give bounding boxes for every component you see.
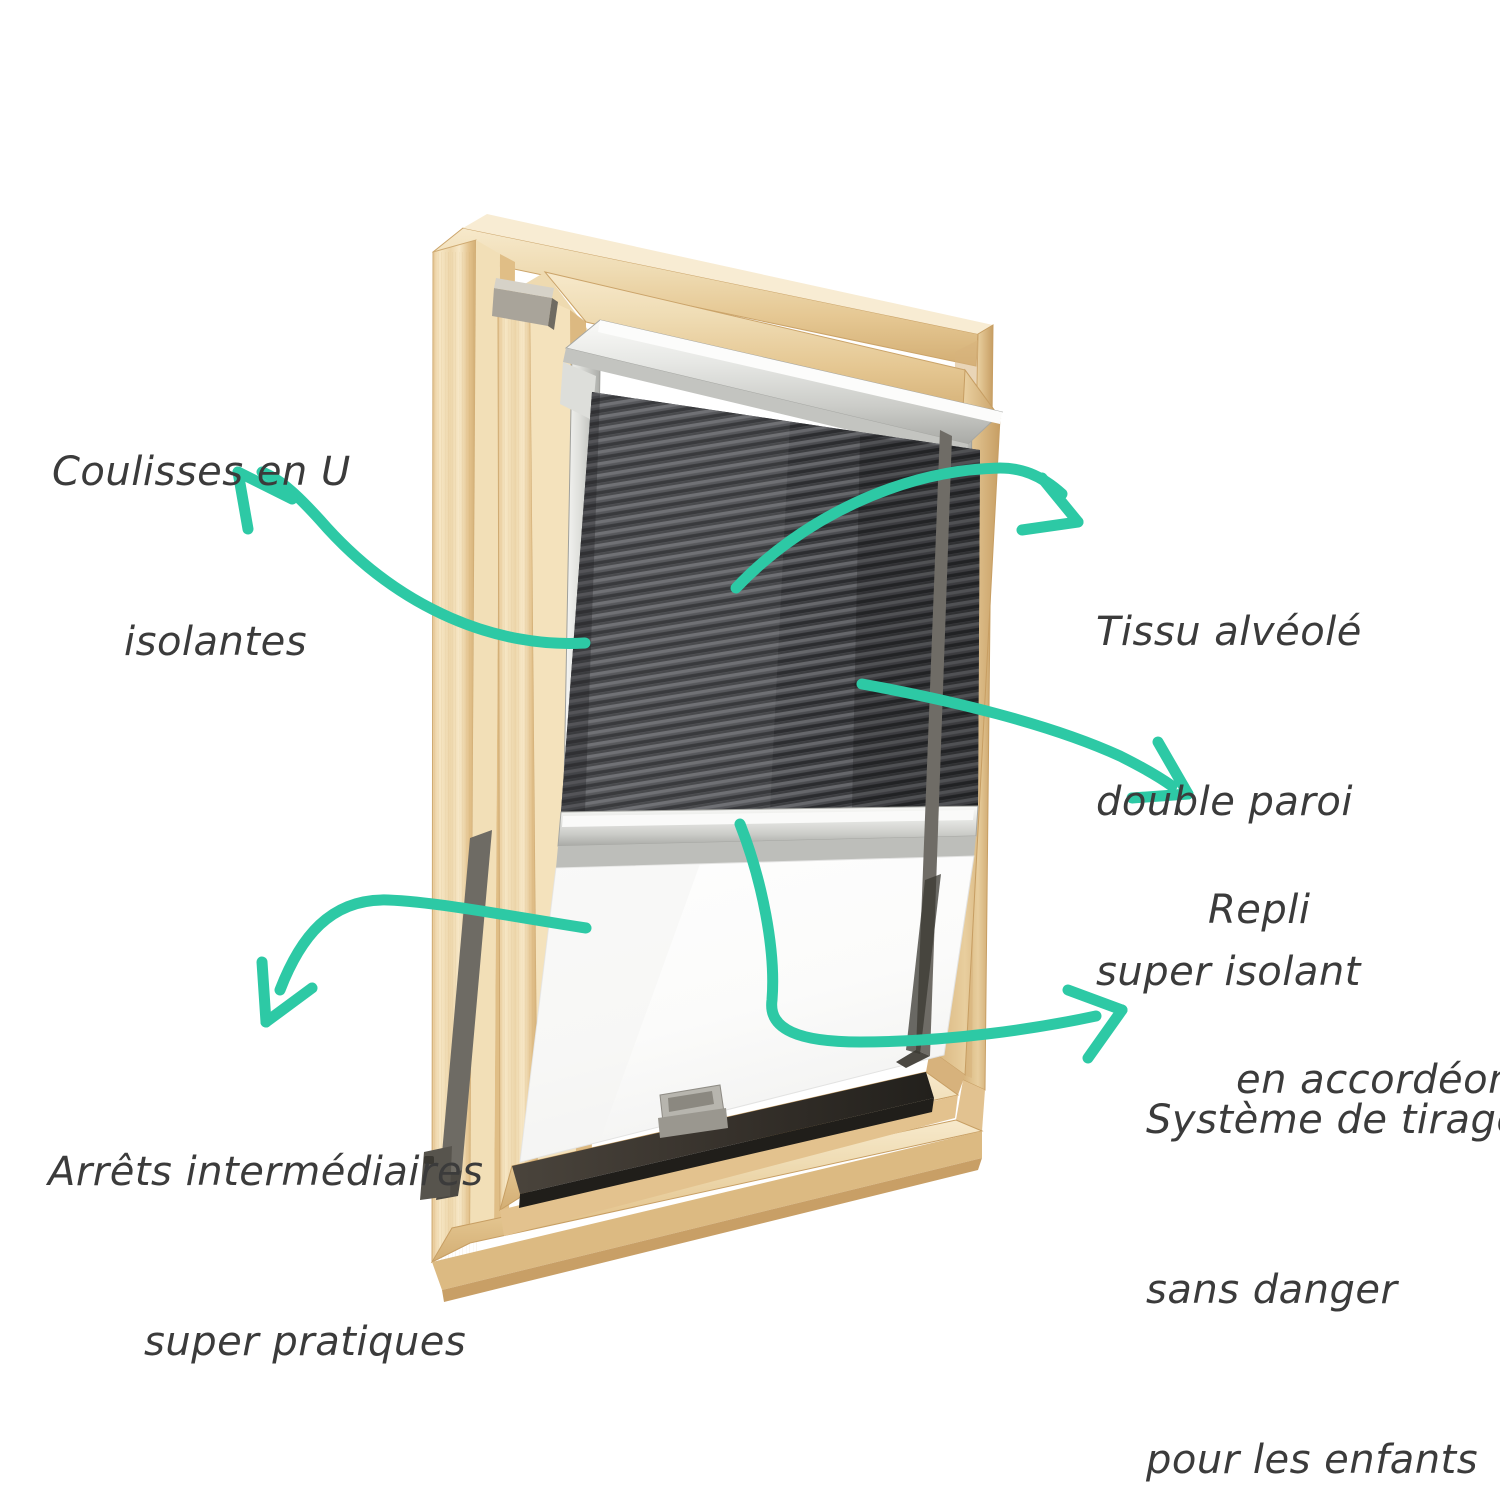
outer-frame-right-foot <box>956 1080 985 1131</box>
hinge-screw <box>424 1156 434 1164</box>
sash-right-stile-foot <box>926 1050 965 1095</box>
coulisses-en-u-label: Coulisses en U isolantes <box>52 330 351 784</box>
coulisses-line-2: isolantes <box>124 618 308 665</box>
sash-left-grain <box>498 300 538 1200</box>
blind-head-rail <box>560 319 1004 458</box>
tissu-line-1: Tissu alvéolé <box>1096 608 1362 655</box>
repli-en-accordeon-label: Repli en accordéon <box>1208 768 1500 1222</box>
bottom-weather-seal-edge <box>519 1098 934 1208</box>
head-rail-highlight <box>598 320 1002 424</box>
head-rail-front-edge <box>563 348 968 458</box>
bottom-weather-seal <box>512 1072 934 1194</box>
repli-line-2: en accordéon <box>1236 1056 1500 1103</box>
arrets-intermediaires-label: Arrêts intermédiaires super pratiques <box>48 1030 483 1484</box>
vent-bracket-top <box>494 278 554 298</box>
arrets-line-2: super pratiques <box>144 1318 467 1365</box>
outer-frame-top-bead <box>463 214 993 334</box>
vent-bracket-side <box>548 298 558 330</box>
top-vent-bracket <box>492 278 558 330</box>
outer-frame-bottom <box>430 1119 984 1264</box>
coulisses-line-1: Coulisses en U <box>52 448 351 495</box>
tissu-line-2: double paroi <box>1096 778 1353 825</box>
outer-frame-bottom-edge <box>442 1158 982 1302</box>
systeme-line-3: pour les enfants <box>1146 1437 1479 1484</box>
handle-inset <box>668 1091 714 1112</box>
outer-frame-bottom-front <box>432 1131 982 1290</box>
head-rail-left-cap <box>560 362 596 420</box>
tissu-alveole-label: Tissu alvéolé double paroi super isolant <box>1096 490 1362 1115</box>
handle-lever[interactable] <box>658 1108 728 1138</box>
systeme-line-1: Système de tirage <box>1146 1096 1500 1143</box>
tissu-line-3: super isolant <box>1096 949 1361 996</box>
arrets-line-1: Arrêts intermédiaires <box>48 1148 484 1195</box>
repli-line-1: Repli <box>1208 886 1311 933</box>
right-inner-seal-foot <box>896 1050 930 1068</box>
vent-bracket-body <box>492 288 552 326</box>
systeme-de-tirage-label: Système de tirage sans danger pour les e… <box>1146 978 1500 1500</box>
sash-handle[interactable] <box>658 1084 728 1138</box>
systeme-line-2: sans danger <box>1146 1266 1398 1313</box>
